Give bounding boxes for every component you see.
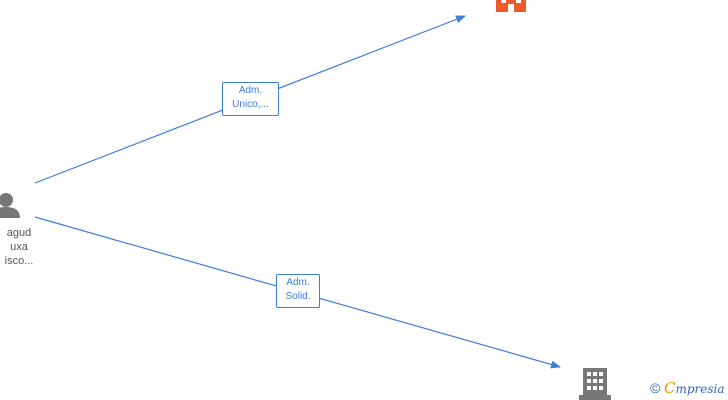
building-icon[interactable] (579, 368, 611, 400)
person-name-line: isco... (4, 255, 34, 267)
edge-label-line: Solid. (285, 291, 311, 302)
edge-label-bottom[interactable]: Adm. Solid. (276, 274, 320, 308)
person-name-line: agud (6, 227, 32, 239)
edge-label-line: Adm. (238, 85, 263, 96)
brand-logo-initial: C (663, 379, 676, 397)
copyright-symbol: © (650, 380, 661, 396)
edge-label-line: Unico,... (232, 99, 269, 110)
person-name-line: uxa (10, 241, 28, 253)
person-name[interactable]: agud uxa isco... (0, 226, 48, 268)
person-icon[interactable] (0, 193, 20, 218)
edge-label-line: Adm. (286, 277, 310, 288)
brand-logo-text: mpresia (675, 382, 725, 396)
edge-label-top[interactable]: Adm. Unico,... (222, 82, 279, 116)
empresia-watermark: © Cmpresia (650, 379, 725, 397)
building-icon[interactable] (496, 0, 526, 12)
